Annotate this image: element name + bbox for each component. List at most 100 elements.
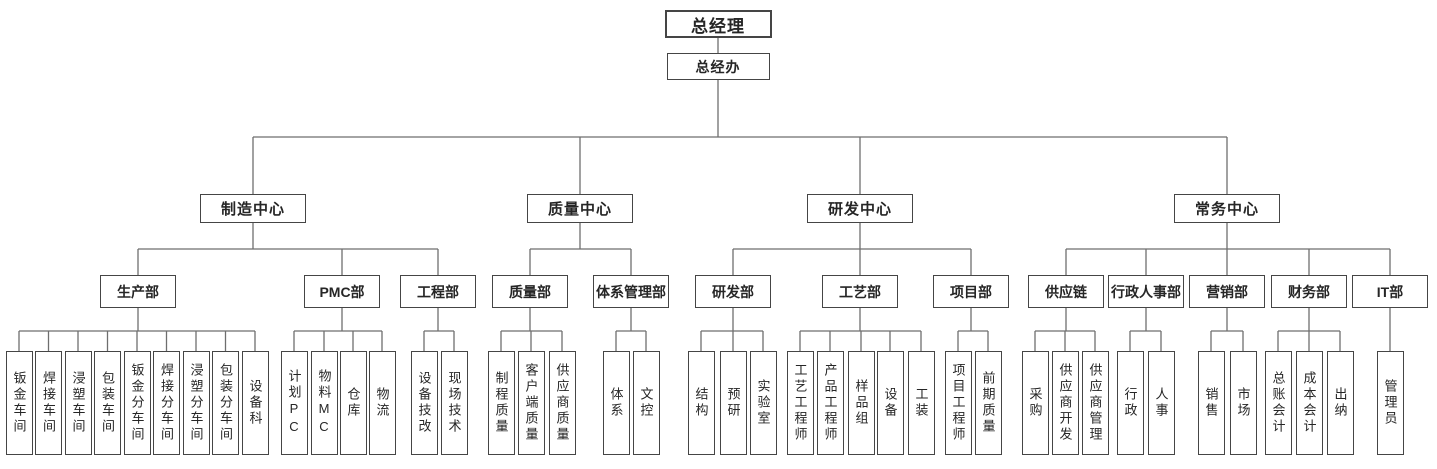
org-node-sample-group: 样品组 (847, 351, 875, 455)
org-node-label-quality-center: 质量中心 (547, 201, 612, 218)
org-node-label-cost-accountant: 成本会计 (1301, 371, 1317, 435)
org-node-supply-chain: 供应链 (1028, 275, 1104, 308)
org-node-dip-molding-workshop: 浸塑车间 (64, 351, 92, 455)
org-node-equipment-upgrade: 设备技改 (410, 351, 438, 455)
org-node-label-warehouse: 仓库 (345, 387, 361, 419)
org-node-dip-molding-sub-workshop: 浸塑分车间 (182, 351, 210, 455)
org-node-process-engineer: 工艺工程师 (786, 351, 814, 455)
org-node-supplier-management: 供应商管理 (1081, 351, 1109, 455)
org-node-label-administrator: 管理员 (1382, 379, 1398, 427)
org-node-label-supplier-development: 供应商开发 (1057, 363, 1073, 443)
org-node-label-equipment-upgrade: 设备技改 (416, 371, 432, 435)
org-node-label-process-dept: 工艺部 (839, 283, 881, 300)
org-node-label-structure: 结构 (693, 387, 709, 419)
org-node-pmc-dept: PMC部 (304, 275, 380, 308)
org-node-welding-sub-workshop: 焊接分车间 (153, 351, 180, 455)
org-node-sheet-metal-workshop: 钣金车间 (5, 351, 33, 455)
org-node-early-quality: 前期质量 (974, 351, 1002, 455)
org-node-label-production-dept: 生产部 (117, 283, 159, 300)
org-node-process-dept: 工艺部 (822, 275, 898, 308)
org-node-label-it-dept: IT部 (1376, 283, 1404, 300)
org-node-label-logistics: 物流 (374, 387, 390, 419)
org-node-supplier-development: 供应商开发 (1051, 351, 1079, 455)
org-node-label-general-manager: 总经理 (691, 16, 745, 36)
org-node-label-tooling: 工装 (913, 387, 929, 419)
org-node-label-equipment: 设备 (882, 387, 898, 419)
org-node-label-material-mc: 物料MC (316, 369, 332, 437)
org-node-label-dip-molding-sub-workshop: 浸塑分车间 (188, 363, 204, 443)
org-node-hr: 人事 (1147, 351, 1175, 455)
org-node-label-packaging-sub-workshop: 包装分车间 (218, 363, 233, 443)
org-node-general-manager: 总经理 (664, 10, 772, 38)
org-node-label-supplier-quality: 供应商质量 (554, 363, 570, 443)
org-node-sales: 销售 (1197, 351, 1225, 455)
org-node-rnd-center: 研发中心 (807, 194, 913, 223)
org-node-executive-center: 常务中心 (1174, 194, 1280, 223)
org-node-product-engineer: 产品工程师 (816, 351, 844, 455)
org-node-label-pmc-dept: PMC部 (319, 283, 365, 300)
org-node-label-welding-workshop: 焊接车间 (41, 371, 56, 435)
org-node-quality-center: 质量中心 (527, 194, 633, 223)
org-node-tooling: 工装 (907, 351, 935, 455)
org-node-label-sales: 销售 (1203, 387, 1219, 419)
org-node-label-market: 市场 (1235, 387, 1251, 419)
org-node-procurement: 采购 (1021, 351, 1049, 455)
org-node-label-engineering-dept: 工程部 (417, 283, 459, 300)
org-node-finance-dept: 财务部 (1271, 275, 1347, 308)
org-node-label-manufacturing-center: 制造中心 (220, 201, 285, 218)
org-node-equipment: 设备 (876, 351, 904, 455)
org-node-label-process-quality: 制程质量 (493, 371, 509, 435)
org-node-system: 体系 (602, 351, 630, 455)
org-node-general-ledger-accountant: 总账会计 (1264, 351, 1292, 455)
org-node-label-process-engineer: 工艺工程师 (792, 363, 808, 443)
org-node-warehouse: 仓库 (339, 351, 367, 455)
org-node-label-early-quality: 前期质量 (980, 371, 996, 435)
org-node-label-sheet-metal-workshop: 钣金车间 (11, 371, 27, 435)
org-node-label-sample-group: 样品组 (853, 379, 869, 427)
org-node-packaging-sub-workshop: 包装分车间 (212, 351, 239, 455)
org-node-label-quality-dept: 质量部 (509, 283, 551, 300)
org-node-system-mgmt-dept: 体系管理部 (593, 275, 669, 308)
org-node-label-cashier: 出纳 (1332, 387, 1348, 419)
org-node-label-hr-admin-dept: 行政人事部 (1111, 283, 1181, 300)
org-node-customer-quality: 客户端质量 (517, 351, 545, 455)
org-node-label-procurement: 采购 (1027, 387, 1043, 419)
org-node-label-welding-sub-workshop: 焊接分车间 (159, 363, 174, 443)
org-node-label-general-ledger-accountant: 总账会计 (1270, 371, 1286, 435)
org-node-label-project-engineer: 项目工程师 (950, 363, 966, 443)
org-node-label-system-mgmt-dept: 体系管理部 (596, 283, 666, 300)
org-node-rnd-dept: 研发部 (695, 275, 771, 308)
org-node-supplier-quality: 供应商质量 (548, 351, 576, 455)
org-node-welding-workshop: 焊接车间 (35, 351, 62, 455)
org-node-label-product-engineer: 产品工程师 (822, 363, 838, 443)
org-node-admin: 行政 (1116, 351, 1144, 455)
org-node-label-doc-control: 文控 (638, 387, 654, 419)
org-node-pre-research: 预研 (719, 351, 747, 455)
org-node-cost-accountant: 成本会计 (1295, 351, 1323, 455)
org-node-label-finance-dept: 财务部 (1288, 283, 1330, 300)
org-node-cashier: 出纳 (1326, 351, 1354, 455)
org-node-logistics: 物流 (368, 351, 396, 455)
org-node-label-sheet-metal-sub-workshop: 钣金分车间 (129, 363, 145, 443)
org-node-label-gm-office: 总经办 (695, 58, 741, 75)
org-node-project-dept: 项目部 (933, 275, 1009, 308)
org-node-structure: 结构 (687, 351, 715, 455)
org-node-equipment-section: 设备科 (241, 351, 269, 455)
org-node-production-dept: 生产部 (100, 275, 176, 308)
org-node-doc-control: 文控 (632, 351, 660, 455)
org-node-label-supplier-management: 供应商管理 (1087, 363, 1103, 443)
org-node-project-engineer: 项目工程师 (944, 351, 972, 455)
org-node-label-hr: 人事 (1153, 387, 1169, 419)
org-node-label-marketing-dept: 营销部 (1206, 283, 1248, 300)
org-node-label-equipment-section: 设备科 (247, 379, 263, 427)
org-node-planning-pc: 计划PC (280, 351, 308, 455)
org-node-onsite-technology: 现场技术 (440, 351, 468, 455)
org-node-label-admin: 行政 (1122, 387, 1138, 419)
org-node-manufacturing-center: 制造中心 (200, 194, 306, 223)
org-node-material-mc: 物料MC (310, 351, 338, 455)
org-node-it-dept: IT部 (1352, 275, 1428, 308)
org-node-label-rnd-dept: 研发部 (712, 283, 754, 300)
org-node-market: 市场 (1229, 351, 1257, 455)
org-node-hr-admin-dept: 行政人事部 (1108, 275, 1184, 308)
